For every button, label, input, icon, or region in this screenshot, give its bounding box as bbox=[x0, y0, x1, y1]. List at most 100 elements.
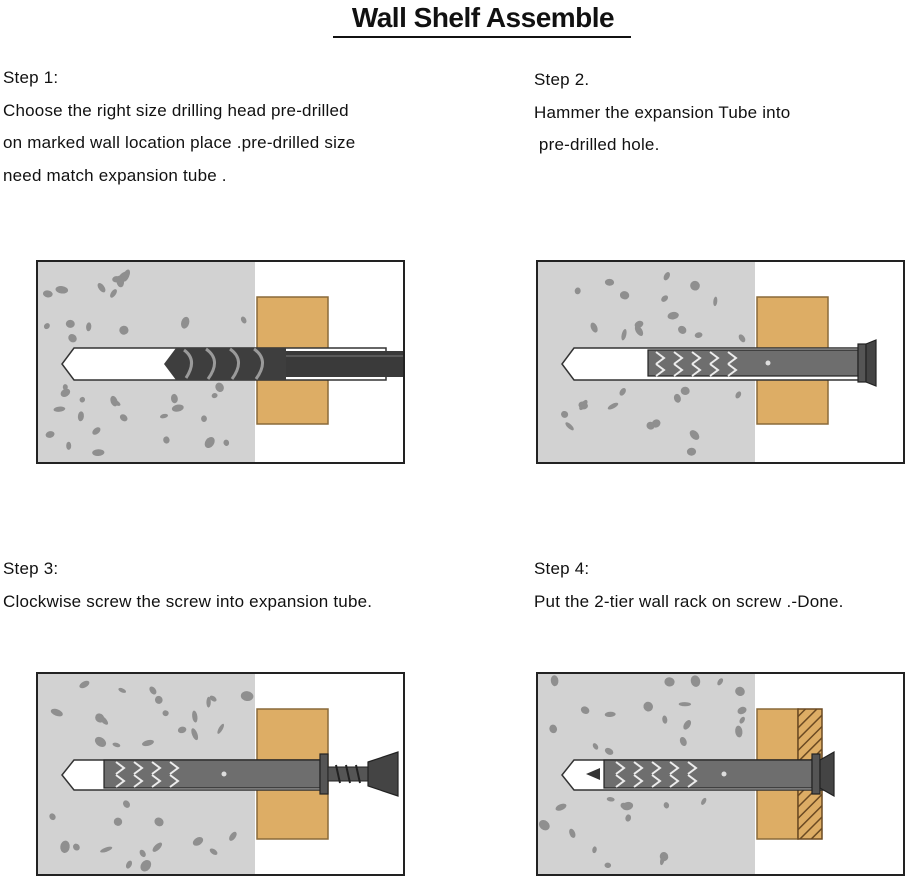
aggregate-spot bbox=[79, 680, 90, 689]
step-1-text: Step 1: Choose the right size drilling h… bbox=[3, 62, 355, 192]
aggregate-spot bbox=[154, 695, 163, 704]
screw-icon bbox=[327, 751, 399, 797]
aggregate-spot bbox=[620, 802, 627, 809]
aggregate-spot bbox=[223, 439, 230, 446]
aggregate-spot bbox=[592, 846, 597, 854]
aggregate-spot bbox=[73, 843, 80, 851]
aggregate-spot bbox=[578, 401, 588, 410]
aggregate-spot bbox=[538, 820, 550, 831]
aggregate-spot bbox=[690, 280, 700, 291]
aggregate-spot bbox=[77, 411, 84, 422]
step-2-line-2: pre-drilled hole. bbox=[534, 135, 660, 154]
aggregate-spot bbox=[663, 272, 670, 281]
drill-bit-icon bbox=[164, 347, 404, 380]
aggregate-spot bbox=[98, 715, 109, 725]
aggregate-spot bbox=[201, 415, 207, 422]
aggregate-spot bbox=[92, 427, 101, 435]
aggregate-spot bbox=[549, 724, 558, 734]
aggregate-spot bbox=[112, 742, 121, 748]
aggregate-spot bbox=[86, 322, 92, 332]
aggregate-spot bbox=[60, 388, 71, 398]
aggregate-spot bbox=[152, 842, 163, 852]
aggregate-spot bbox=[79, 396, 86, 403]
aggregate-spot bbox=[163, 436, 170, 444]
screw-icon bbox=[811, 750, 835, 798]
step-4-diagram bbox=[536, 672, 905, 876]
aggregate-spot bbox=[686, 447, 697, 456]
step-2-text: Step 2. Hammer the expansion Tube into p… bbox=[534, 64, 790, 162]
aggregate-spot bbox=[62, 384, 68, 391]
aggregate-spot bbox=[55, 286, 69, 294]
aggregate-spot bbox=[737, 706, 747, 715]
aggregate-spot bbox=[97, 283, 106, 293]
aggregate-spot bbox=[661, 295, 669, 302]
aggregate-spot bbox=[217, 723, 225, 734]
aggregate-spot bbox=[204, 436, 215, 449]
aggregate-spot bbox=[100, 846, 113, 853]
aggregate-spot bbox=[569, 828, 576, 838]
aggregate-spot bbox=[240, 691, 254, 702]
step-3-diagram bbox=[36, 672, 405, 876]
aggregate-spot bbox=[159, 413, 169, 419]
aggregate-spot bbox=[119, 325, 129, 335]
aggregate-spot bbox=[192, 710, 198, 723]
step-4-heading: Step 4: bbox=[534, 559, 590, 578]
panel-frame bbox=[36, 672, 405, 876]
aggregate-spot bbox=[45, 431, 55, 438]
aggregate-spot bbox=[606, 797, 615, 802]
step-3-heading: Step 3: bbox=[3, 559, 59, 578]
aggregate-spot bbox=[53, 406, 66, 412]
aggregate-spot bbox=[240, 316, 247, 324]
aggregate-spot bbox=[206, 696, 211, 708]
aggregate-spot bbox=[68, 334, 77, 343]
panel-frame bbox=[536, 672, 905, 876]
aggregate-spot bbox=[565, 422, 574, 431]
aggregate-spot bbox=[574, 287, 581, 295]
aggregate-spot bbox=[118, 687, 127, 693]
concrete-aggregate bbox=[49, 680, 254, 872]
aggregate-spot bbox=[65, 319, 75, 328]
aggregate-spot bbox=[667, 311, 679, 320]
step-2-heading: Step 2. bbox=[534, 70, 590, 89]
aggregate-spot bbox=[209, 695, 217, 702]
step-3-line-1: Clockwise screw the screw into expansion… bbox=[3, 591, 373, 611]
aggregate-spot bbox=[621, 329, 627, 341]
step-1-heading: Step 1: bbox=[3, 68, 59, 87]
aggregate-spot bbox=[116, 275, 125, 288]
aggregate-spot bbox=[739, 716, 745, 724]
aggregate-spot bbox=[646, 421, 655, 430]
aggregate-spot bbox=[735, 725, 743, 738]
aggregate-spot bbox=[94, 736, 107, 747]
page-title: Wall Shelf Assemble bbox=[351, 2, 615, 33]
aggregate-spot bbox=[619, 291, 630, 300]
aggregate-spot bbox=[50, 708, 63, 717]
concrete-aggregate bbox=[561, 272, 746, 456]
panel-frame bbox=[36, 260, 405, 464]
aggregate-spot bbox=[42, 290, 53, 298]
aggregate-spot bbox=[92, 449, 105, 457]
aggregate-spot bbox=[561, 410, 569, 418]
aggregate-spot bbox=[634, 320, 644, 329]
aggregate-spot bbox=[215, 382, 224, 392]
aggregate-spot bbox=[580, 706, 590, 714]
step-4-line-1: Put the 2-tier wall rack on screw .-Done… bbox=[534, 591, 844, 611]
aggregate-spot bbox=[191, 728, 199, 741]
aggregate-spot bbox=[170, 393, 178, 404]
step-1-diagram bbox=[36, 260, 405, 464]
aggregate-spot bbox=[550, 675, 559, 687]
aggregate-spot bbox=[717, 678, 724, 686]
step-2-diagram bbox=[536, 260, 905, 464]
aggregate-spot bbox=[140, 859, 152, 872]
aggregate-spot bbox=[60, 840, 70, 853]
aggregate-spot bbox=[66, 441, 72, 450]
aggregate-spot bbox=[171, 404, 184, 412]
aggregate-spot bbox=[604, 711, 616, 718]
aggregate-spot bbox=[592, 743, 599, 750]
aggregate-spot bbox=[177, 726, 187, 734]
aggregate-spot bbox=[229, 831, 237, 841]
aggregate-spot bbox=[690, 675, 701, 687]
expansion-tube-icon bbox=[103, 753, 329, 795]
step-1-line-3: need match expansion tube . bbox=[3, 165, 227, 185]
aggregate-spot bbox=[211, 393, 218, 399]
concrete-aggregate bbox=[42, 269, 247, 457]
